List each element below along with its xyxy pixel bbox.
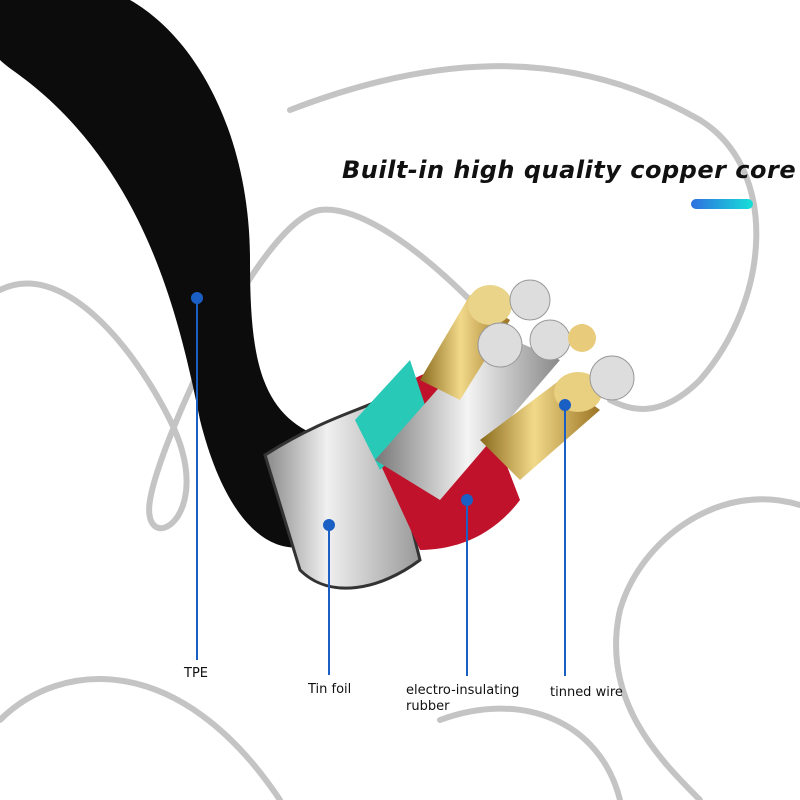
headline: Built-in high quality copper core (342, 156, 797, 184)
label-tpe: TPE (184, 666, 208, 681)
tinned-wire-marker-dot (559, 399, 571, 411)
leader-lines (191, 292, 571, 676)
label-electro-insulating-rubber: electro-insulating rubber (406, 683, 520, 714)
background-wires (0, 63, 800, 800)
accent-bar (691, 199, 753, 209)
wire-cores (375, 279, 635, 500)
tin-foil-marker-dot (323, 519, 335, 531)
insulating-cyan (355, 360, 430, 470)
tpe-jacket (0, 0, 350, 548)
label-tin-foil: Tin foil (308, 682, 352, 697)
rubber-marker-dot (461, 494, 473, 506)
tpe-marker-dot (191, 292, 203, 304)
label-tinned-wire: tinned wire (550, 685, 623, 700)
